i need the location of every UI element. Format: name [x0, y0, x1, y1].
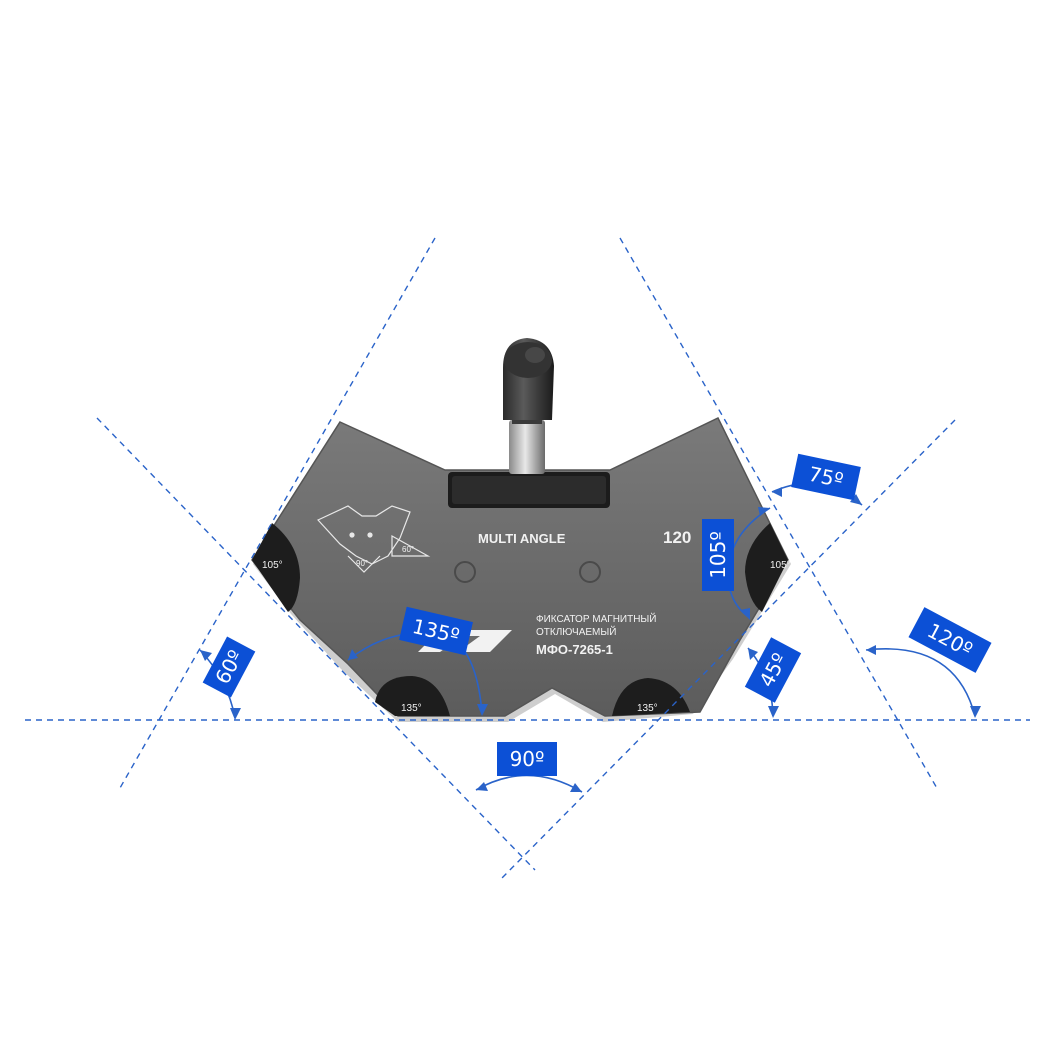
guide-diag-left: [96, 417, 536, 871]
badge-135: 135º: [399, 606, 473, 656]
guide-diag-right: [499, 419, 956, 881]
description-line-1: ФИКСАТОР МАГНИТНЫЙ: [536, 612, 656, 625]
corner-label-bottom-left: 135°: [401, 703, 422, 714]
badge-120: 120º: [908, 607, 992, 673]
magnetic-fixture: 60° 90° MULTI ANGLE 120 ФИКСАТОР МАГНИТН…: [251, 338, 791, 722]
corner-pad-bottom-left: [375, 676, 450, 716]
badge-90-text: 90º: [510, 747, 545, 771]
corner-pad-right: [745, 523, 788, 612]
badge-90: 90º: [497, 742, 557, 776]
angle-diagram-icon: [317, 505, 431, 573]
guide-120-right: [619, 237, 939, 791]
corner-label-left: 105°: [262, 560, 283, 571]
corner-pad-bottom-right: [612, 678, 690, 716]
diagram-label-side: 60°: [402, 545, 414, 554]
model-code: МФО-7265-1: [536, 642, 613, 657]
fixture-body: [251, 417, 789, 717]
badge-45: 45º: [744, 637, 802, 703]
mount-hole-right: [579, 561, 601, 583]
dashed-guide-lines: [25, 237, 1030, 881]
description-line-2: ОТКЛЮЧАЕМЫЙ: [536, 625, 616, 638]
diagram-label-right: 90°: [356, 559, 368, 568]
guide-60-left: [119, 237, 436, 789]
switch-shaft: [509, 420, 545, 474]
arc-90: [475, 774, 583, 793]
brand-label: MULTI ANGLE: [478, 531, 566, 546]
corner-label-right: 105°: [770, 560, 791, 571]
mount-hole-left: [454, 561, 476, 583]
badge-75: 75º: [791, 453, 861, 501]
corner-label-bottom-right: 135°: [637, 703, 658, 714]
badge-60: 60º: [202, 636, 256, 698]
badge-105: 105º: [702, 519, 734, 591]
arc-arrowheads: [200, 487, 981, 792]
model-number: 120: [663, 528, 691, 547]
arc-120: [865, 648, 976, 717]
badge-105-text: 105º: [706, 531, 730, 579]
corner-pad-left: [252, 523, 300, 612]
